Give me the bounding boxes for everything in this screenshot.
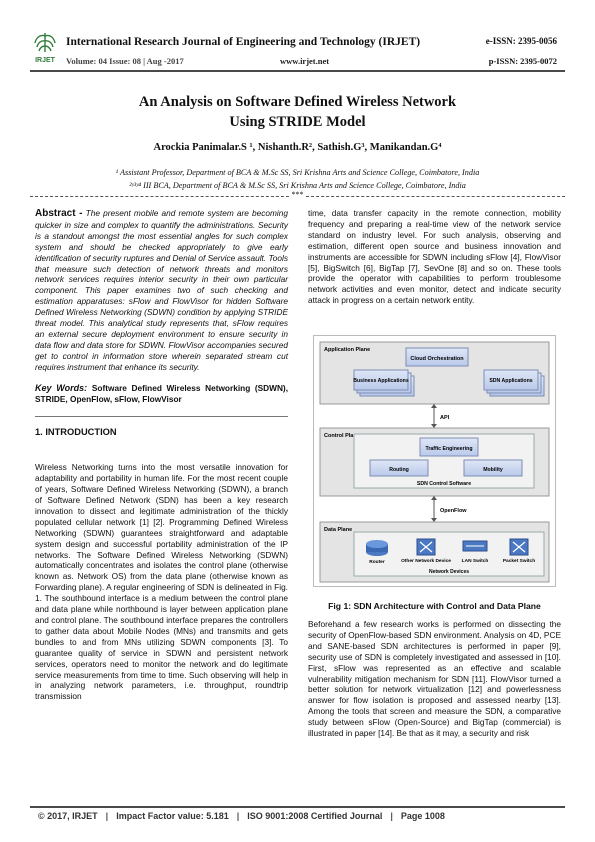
control-plane-label: Control Plane [324,433,360,439]
mobility-label: Mobility [483,467,503,473]
left-column: Abstract - The present mobile and remote… [35,208,288,702]
router-label: Router [369,559,385,565]
network-devices-label: Network Devices [429,569,469,575]
right-column-top: time, data transfer capacity in the remo… [308,208,561,306]
abstract-divider [35,416,288,418]
header-divider [30,70,565,72]
packet-switch-label: Packet Switch [503,558,535,564]
business-applications-box [353,369,409,391]
api-label: API [440,415,450,421]
traffic-engineering-label: Traffic Engineering [426,446,473,452]
intro-text: Wireless Networking turns into the most … [35,462,288,702]
other-network-device-icon [416,538,436,556]
svg-text:IRJET: IRJET [35,57,56,64]
separator-mark: *** [289,190,306,199]
page-footer: © 2017, IRJET | Impact Factor value: 5.1… [38,811,557,821]
openflow-label: OpenFlow [440,508,467,514]
journal-logo: IRJET [30,30,60,64]
p-issn: p-ISSN: 2395-0072 [488,56,557,66]
footer-separator: | [105,811,109,821]
business-applications-label: Business Applications [353,378,409,384]
keywords-label: Key Words [35,382,85,393]
sdn-architecture-diagram: Application Plane Cloud Orchestration Bu… [319,341,550,583]
volume-issue: Volume: 04 Issue: 08 | Aug -2017 [66,56,184,66]
sdn-control-software-label: SDN Control Software [417,481,471,487]
sdn-architecture-figure: Application Plane Cloud Orchestration Bu… [313,335,556,587]
traffic-engineering-box [419,437,479,457]
paper-title-line1: An Analysis on Software Defined Wireless… [138,94,457,110]
packet-switch-icon [509,538,529,556]
abstract: Abstract - The present mobile and remote… [35,208,288,373]
irjet-logo-icon: IRJET [34,33,56,64]
right-bottom-text: Beforehand a few research works is perfo… [308,619,561,739]
lan-switch-label: LAN Switch [462,558,489,564]
footer-separator: | [390,811,393,821]
journal-title: International Research Journal of Engine… [66,36,421,48]
keywords: Key Words: Software Defined Wireless Net… [35,382,288,404]
footer-page-number: Page 1008 [400,811,445,821]
sdn-applications-label: SDN Applications [489,378,532,384]
footer-divider [30,806,565,808]
paper-authors: Arockia Panimalar.S ¹, Nishanth.R², Sath… [153,142,442,153]
lan-switch-icon [462,540,488,552]
paper-title: An Analysis on Software Defined Wireless… [40,92,555,132]
application-plane-label: Application Plane [324,347,370,353]
footer-separator: | [236,811,240,821]
abstract-label: Abstract - [35,208,83,219]
journal-website-link[interactable]: www.irjet.net [280,56,330,66]
affiliation-2: ²ʸ³ʸ⁴ III BCA, Department of BCA & M.Sc … [129,181,466,190]
data-plane-label: Data Plane [324,527,352,533]
footer-impact-factor: Impact Factor value: 5.181 [116,811,229,821]
footer-iso: ISO 9001:2008 Certified Journal [247,811,383,821]
affiliation-1: ¹ Assistant Professor, Department of BCA… [115,168,480,177]
paper-title-line2: Using STRIDE Model [229,114,366,130]
cloud-orchestration-box [405,347,469,367]
mobility-box [463,459,523,477]
keywords-text: Software Defined Wireless Networking (SD… [35,382,288,404]
footer-copyright: © 2017, IRJET [38,811,98,821]
sdn-applications-box [483,369,539,391]
e-issn: e-ISSN: 2395-0056 [485,36,557,46]
other-network-device-label: Other Network Device [401,558,451,564]
cloud-orchestration-label: Cloud Orchestration [410,356,464,362]
figure-caption: Fig 1: SDN Architecture with Control and… [328,601,541,611]
right-top-text: time, data transfer capacity in the remo… [308,208,561,306]
intro-heading: 1. INTRODUCTION [35,427,117,438]
abstract-text: The present mobile and remote system are… [35,208,288,372]
routing-box [369,459,429,477]
right-column-bottom: Beforehand a few research works is perfo… [308,619,561,739]
section-separator: *** [30,190,565,204]
router-icon [366,540,388,556]
routing-label: Routing [389,467,409,473]
